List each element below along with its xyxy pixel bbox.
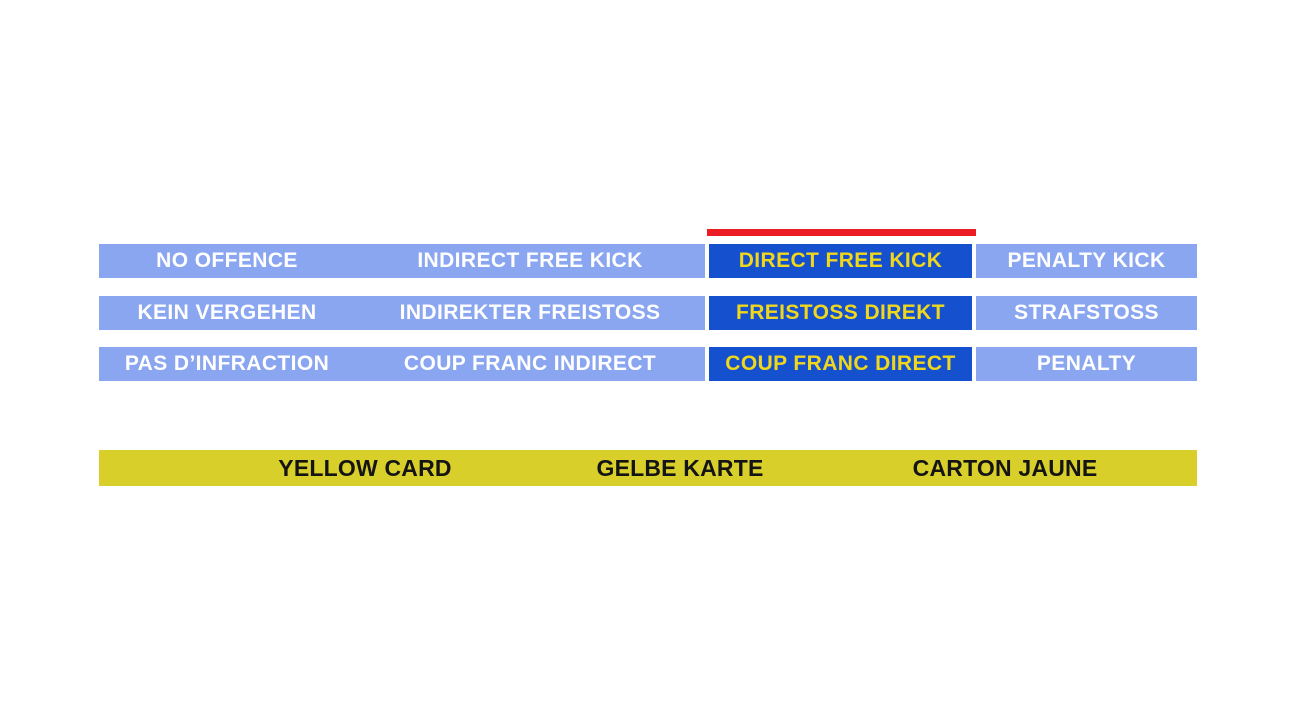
option-indirect-free-kick[interactable]: INDIRECT FREE KICK [355,244,705,278]
option-freistoss-direkt[interactable]: FREISTOSS DIREKT [709,296,972,330]
selected-column-indicator [707,229,976,236]
answer-row-english: NO OFFENCE INDIRECT FREE KICK DIRECT FRE… [99,244,1197,278]
option-strafstoss[interactable]: STRAFSTOSS [976,296,1197,330]
option-pas-dinfraction[interactable]: PAS D’INFRACTION [99,347,355,381]
yellow-card-label-en: YELLOW CARD [278,455,452,481]
answer-row-french: PAS D’INFRACTION COUP FRANC INDIRECT COU… [99,347,1197,381]
option-no-offence[interactable]: NO OFFENCE [99,244,355,278]
yellow-card-bar[interactable]: YELLOW CARD GELBE KARTE CARTON JAUNE [99,450,1197,486]
option-indirekter-freistoss[interactable]: INDIREKTER FREISTOSS [355,296,705,330]
yellow-card-label-fr: CARTON JAUNE [912,455,1098,481]
yellow-card-label-de: GELBE KARTE [596,455,764,481]
option-penalty[interactable]: PENALTY [976,347,1197,381]
option-penalty-kick[interactable]: PENALTY KICK [976,244,1197,278]
option-kein-vergehen[interactable]: KEIN VERGEHEN [99,296,355,330]
option-coup-franc-direct[interactable]: COUP FRANC DIRECT [709,347,972,381]
option-coup-franc-indirect[interactable]: COUP FRANC INDIRECT [355,347,705,381]
option-direct-free-kick[interactable]: DIRECT FREE KICK [709,244,972,278]
answer-row-german: KEIN VERGEHEN INDIREKTER FREISTOSS FREIS… [99,296,1197,330]
